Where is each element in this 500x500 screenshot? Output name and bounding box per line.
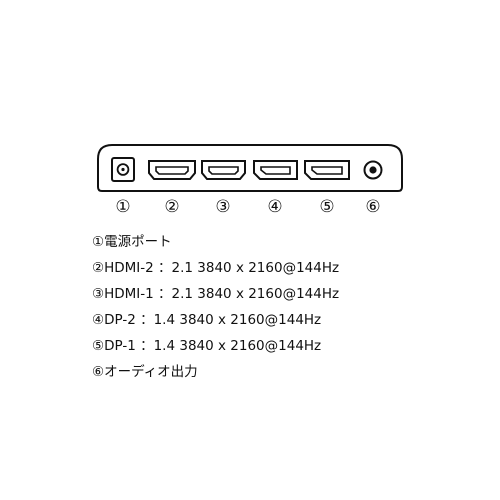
dc-power-port-icon [111, 157, 135, 182]
hdmi-port-icon [148, 160, 196, 180]
legend-item-hdmi-1: ③HDMI-1 ：2.1 3840 x 2160@144Hz [92, 284, 339, 304]
port-number-1: ① [115, 197, 131, 217]
monitor-port-panel-diagram [97, 144, 403, 192]
legend-item-text: ③HDMI-1 ：2.1 3840 x 2160@144Hz [92, 286, 340, 302]
port-number-4: ④ [267, 197, 283, 217]
port-number-2: ② [164, 197, 180, 217]
port-number-3: ③ [215, 197, 231, 217]
legend-item-power: ①電源ポート [92, 232, 172, 252]
legend-item-text: ⑤DP-1 ：1.4 3840 x 2160@144Hz [92, 338, 322, 354]
port-panel-outline [97, 144, 403, 192]
legend-item-text: ②HDMI-2 ：2.1 3840 x 2160@144Hz [92, 260, 340, 276]
legend-item-audio-output: ⑥オーディオ出力 [92, 362, 198, 382]
legend-item-dp-1: ⑤DP-1 ：1.4 3840 x 2160@144Hz [92, 336, 321, 356]
legend-item-text: ①電源ポート [92, 234, 172, 250]
displayport-icon [253, 160, 298, 180]
port-number-6: ⑥ [365, 197, 381, 217]
hdmi-port-icon [201, 160, 246, 180]
port-number-5: ⑤ [319, 197, 335, 217]
audio-jack-icon [363, 160, 383, 180]
displayport-icon [304, 160, 350, 180]
legend-item-dp-2: ④DP-2 ：1.4 3840 x 2160@144Hz [92, 310, 321, 330]
legend-item-hdmi-2: ②HDMI-2 ：2.1 3840 x 2160@144Hz [92, 258, 339, 278]
legend-item-text: ⑥オーディオ出力 [92, 364, 198, 380]
legend-item-text: ④DP-2 ：1.4 3840 x 2160@144Hz [92, 312, 322, 328]
